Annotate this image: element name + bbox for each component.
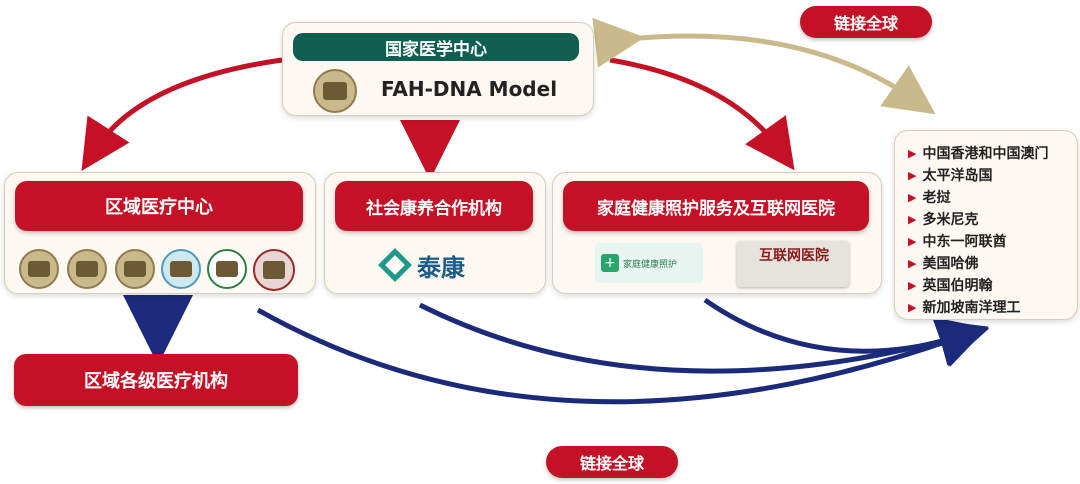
home-care-title: 家庭健康照护服务及互联网医院 <box>563 181 869 231</box>
social-care-title: 社会康养合作机构 <box>335 181 533 231</box>
partner-item: ▶老挝 <box>908 190 951 206</box>
arrow-to-regional <box>81 57 283 172</box>
model-name: FAH-DNA Model <box>381 77 558 101</box>
national-center-card: 国家医学中心 FAH-DNA Model <box>282 22 594 116</box>
internet-hospital-app: 互联网医院 <box>737 241 849 287</box>
hospital-logo-6 <box>253 249 295 291</box>
taikang-brand: 泰康 <box>417 253 465 282</box>
arrow-to-home <box>609 57 795 171</box>
hospital-logo-2 <box>67 249 107 289</box>
home-care-card: 家庭健康照护服务及互联网医院 + 家庭健康照护 互联网医院 <box>552 172 882 294</box>
regional-center-title: 区域医疗中心 <box>15 181 303 231</box>
partner-item: ▶新加坡南洋理工 <box>908 300 1021 316</box>
lower-institutions-title: 区域各级医疗机构 <box>14 354 298 406</box>
partner-item: ▶英国伯明翰 <box>908 278 993 294</box>
hospital-logo-4 <box>161 249 201 289</box>
partner-item: ▶太平洋岛国 <box>908 168 993 184</box>
hospital-logo-3 <box>115 249 155 289</box>
hospital-logo-5 <box>207 249 247 289</box>
arrow-gold-global <box>592 17 936 115</box>
arrow-home-global <box>703 297 989 367</box>
partner-item: ▶中国香港和中国澳门 <box>908 146 1049 162</box>
national-center-title: 国家医学中心 <box>293 33 579 61</box>
global-link-label-bottom: 链接全球 <box>546 446 678 478</box>
regional-center-card: 区域医疗中心 <box>4 172 316 294</box>
partner-item: ▶美国哈佛 <box>908 256 979 272</box>
global-partners-card <box>894 130 1078 320</box>
arrow-social-global <box>418 302 990 374</box>
social-care-card: 社会康养合作机构 泰康 <box>324 172 546 294</box>
internet-hospital-label: 互联网医院 <box>759 248 829 264</box>
medical-plus-icon: + <box>601 254 619 272</box>
fah-logo <box>313 69 357 113</box>
home-care-app: + 家庭健康照护 <box>595 243 703 283</box>
global-link-label-top: 链接全球 <box>800 6 932 38</box>
partner-item: ▶多米尼克 <box>908 212 979 228</box>
arrow-regional-global <box>256 307 989 405</box>
partner-item: ▶中东一阿联酋 <box>908 234 1007 250</box>
taikang-logo: 泰康 <box>378 247 483 283</box>
home-care-app-label: 家庭健康照护 <box>623 259 678 270</box>
hospital-logo-1 <box>19 249 59 289</box>
diamond-icon <box>378 248 412 282</box>
